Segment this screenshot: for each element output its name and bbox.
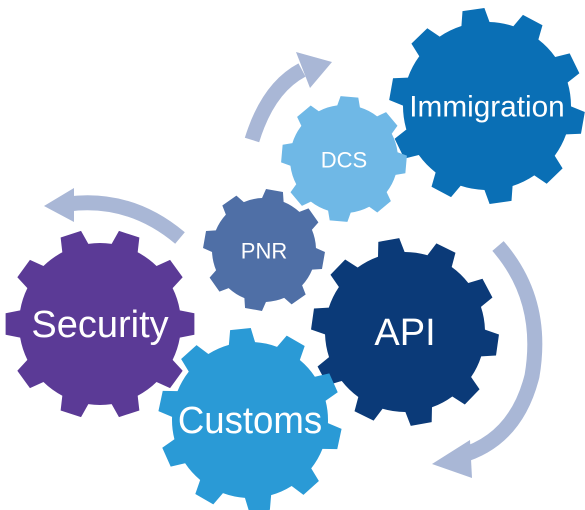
gear-label-dcs: DCS [321, 148, 367, 173]
gear-icon [5, 230, 195, 418]
gear-icon [281, 96, 407, 222]
curved-arrow-icon-body [244, 63, 306, 143]
gear-icon [158, 328, 342, 510]
gear-pnr: PNR [203, 189, 325, 311]
gear-immigration: Immigration [389, 8, 585, 204]
arrow-to-security [44, 188, 185, 244]
gear-label-api: API [374, 312, 435, 354]
gear-dcs: DCS [281, 96, 407, 222]
gear-label-pnr: PNR [241, 239, 287, 264]
gear-security: Security [5, 230, 195, 418]
arrowhead-icon [44, 188, 74, 222]
gear-api: API [311, 238, 499, 426]
gear-label-immigration: Immigration [409, 91, 564, 124]
gear-label-customs: Customs [178, 400, 322, 442]
curved-arrow-icon-body [67, 195, 185, 244]
gear-customs: Customs [158, 328, 342, 510]
gear-label-security: Security [31, 304, 168, 346]
arrow-to-immigration [244, 52, 332, 143]
gear-icon [389, 8, 585, 204]
arrows-layer [44, 52, 543, 478]
arrow-down-right [432, 241, 543, 478]
arrowhead-icon [296, 52, 332, 88]
gear-icon [203, 189, 325, 311]
curved-arrow-icon-body [457, 241, 543, 464]
gear-icon [311, 238, 499, 426]
arrowhead-icon [432, 440, 472, 478]
